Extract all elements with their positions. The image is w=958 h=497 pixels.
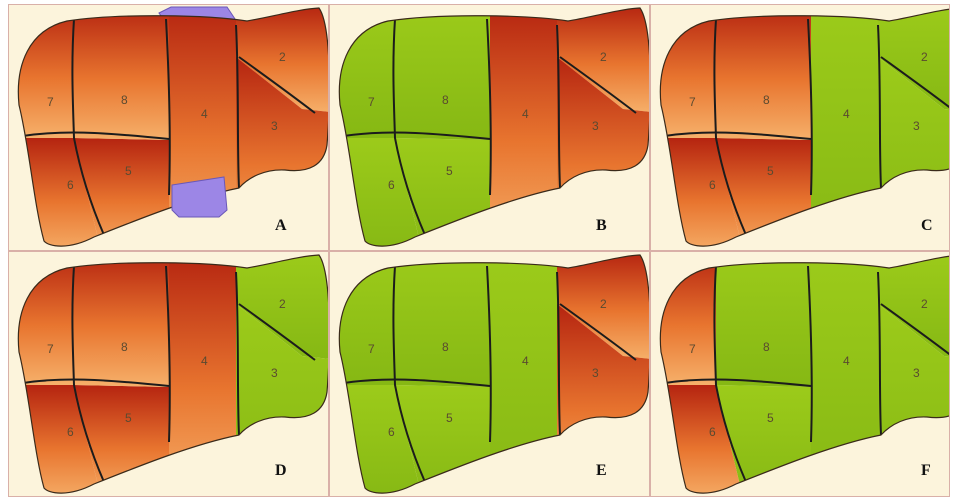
segment-number-4: 4 bbox=[522, 354, 529, 368]
liver-segment-4 bbox=[490, 252, 557, 497]
panel-label: C bbox=[921, 217, 933, 235]
segment-number-6: 6 bbox=[67, 178, 74, 192]
segment-number-8: 8 bbox=[763, 93, 770, 107]
liver-diagram-f: 2 3 4 5 6 7 8 bbox=[651, 252, 950, 497]
liver-segment-8 bbox=[74, 252, 169, 387]
panel-d: 2 3 4 5 6 7 8 D bbox=[8, 251, 329, 497]
segment-number-3: 3 bbox=[271, 366, 278, 380]
panel-a: 2 3 4 5 6 7 8 A bbox=[8, 4, 329, 251]
liver-segment-8 bbox=[716, 5, 811, 140]
segment-number-4: 4 bbox=[843, 107, 850, 121]
panel-label: A bbox=[275, 217, 287, 235]
segment-number-2: 2 bbox=[600, 50, 607, 64]
panel-f: 2 3 4 5 6 7 8 F bbox=[650, 251, 950, 497]
segment-number-3: 3 bbox=[271, 119, 278, 133]
liver-segment-7 bbox=[9, 5, 74, 138]
segment-number-6: 6 bbox=[67, 425, 74, 439]
liver-segment-8 bbox=[716, 252, 811, 387]
segment-number-6: 6 bbox=[709, 425, 716, 439]
liver-diagram-a: 2 3 4 5 6 7 8 bbox=[9, 5, 329, 251]
segment-number-8: 8 bbox=[442, 93, 449, 107]
panel-label: F bbox=[921, 462, 931, 480]
segment-number-3: 3 bbox=[913, 366, 920, 380]
liver-segment-4 bbox=[811, 5, 878, 251]
liver-segment-7 bbox=[651, 5, 716, 138]
segment-number-8: 8 bbox=[763, 340, 770, 354]
segment-number-6: 6 bbox=[388, 178, 395, 192]
panel-c: 2 3 4 5 6 7 8 C bbox=[650, 4, 950, 251]
segment-number-5: 5 bbox=[125, 164, 132, 178]
liver-segment-4 bbox=[811, 252, 878, 497]
panel-label: B bbox=[596, 217, 607, 235]
liver-segment-7 bbox=[330, 5, 395, 138]
liver-diagram-e: 2 3 4 5 6 7 8 bbox=[330, 252, 650, 497]
panel-label: E bbox=[596, 462, 607, 480]
liver-segment-4 bbox=[490, 5, 557, 251]
liver-segment-7 bbox=[9, 252, 74, 385]
segment-number-4: 4 bbox=[843, 354, 850, 368]
segment-number-2: 2 bbox=[921, 297, 928, 311]
segment-number-8: 8 bbox=[121, 340, 128, 354]
segment-number-5: 5 bbox=[125, 411, 132, 425]
segment-number-2: 2 bbox=[921, 50, 928, 64]
liver-segment-7 bbox=[330, 252, 395, 385]
segment-number-5: 5 bbox=[446, 164, 453, 178]
segment-number-7: 7 bbox=[368, 342, 375, 356]
segment-number-6: 6 bbox=[709, 178, 716, 192]
segment-number-7: 7 bbox=[368, 95, 375, 109]
segment-number-4: 4 bbox=[201, 107, 208, 121]
segment-number-7: 7 bbox=[689, 342, 696, 356]
segment-number-2: 2 bbox=[600, 297, 607, 311]
segment-number-3: 3 bbox=[592, 366, 599, 380]
liver-segment-8 bbox=[74, 5, 169, 140]
liver-segment-7 bbox=[651, 252, 716, 385]
segment-number-8: 8 bbox=[442, 340, 449, 354]
segment-number-5: 5 bbox=[767, 164, 774, 178]
segment-number-5: 5 bbox=[767, 411, 774, 425]
liver-diagram-c: 2 3 4 5 6 7 8 bbox=[651, 5, 950, 251]
segment-number-5: 5 bbox=[446, 411, 453, 425]
segment-number-4: 4 bbox=[201, 354, 208, 368]
liver-segment-8 bbox=[395, 5, 490, 140]
segment-number-8: 8 bbox=[121, 93, 128, 107]
segment-number-7: 7 bbox=[47, 95, 54, 109]
segment-number-3: 3 bbox=[592, 119, 599, 133]
panel-b: 2 3 4 5 6 7 8 B bbox=[329, 4, 650, 251]
segment-number-2: 2 bbox=[279, 50, 286, 64]
segment-number-2: 2 bbox=[279, 297, 286, 311]
liver-segment-4 bbox=[169, 252, 236, 497]
segment-number-3: 3 bbox=[913, 119, 920, 133]
liver-diagram-d: 2 3 4 5 6 7 8 bbox=[9, 252, 329, 497]
liver-diagram-b: 2 3 4 5 6 7 8 bbox=[330, 5, 650, 251]
segment-number-6: 6 bbox=[388, 425, 395, 439]
segment-number-4: 4 bbox=[522, 107, 529, 121]
segment-number-7: 7 bbox=[689, 95, 696, 109]
panel-label: D bbox=[275, 462, 287, 480]
segment-number-7: 7 bbox=[47, 342, 54, 356]
panel-e: 2 3 4 5 6 7 8 E bbox=[329, 251, 650, 497]
liver-segment-8 bbox=[395, 252, 490, 387]
